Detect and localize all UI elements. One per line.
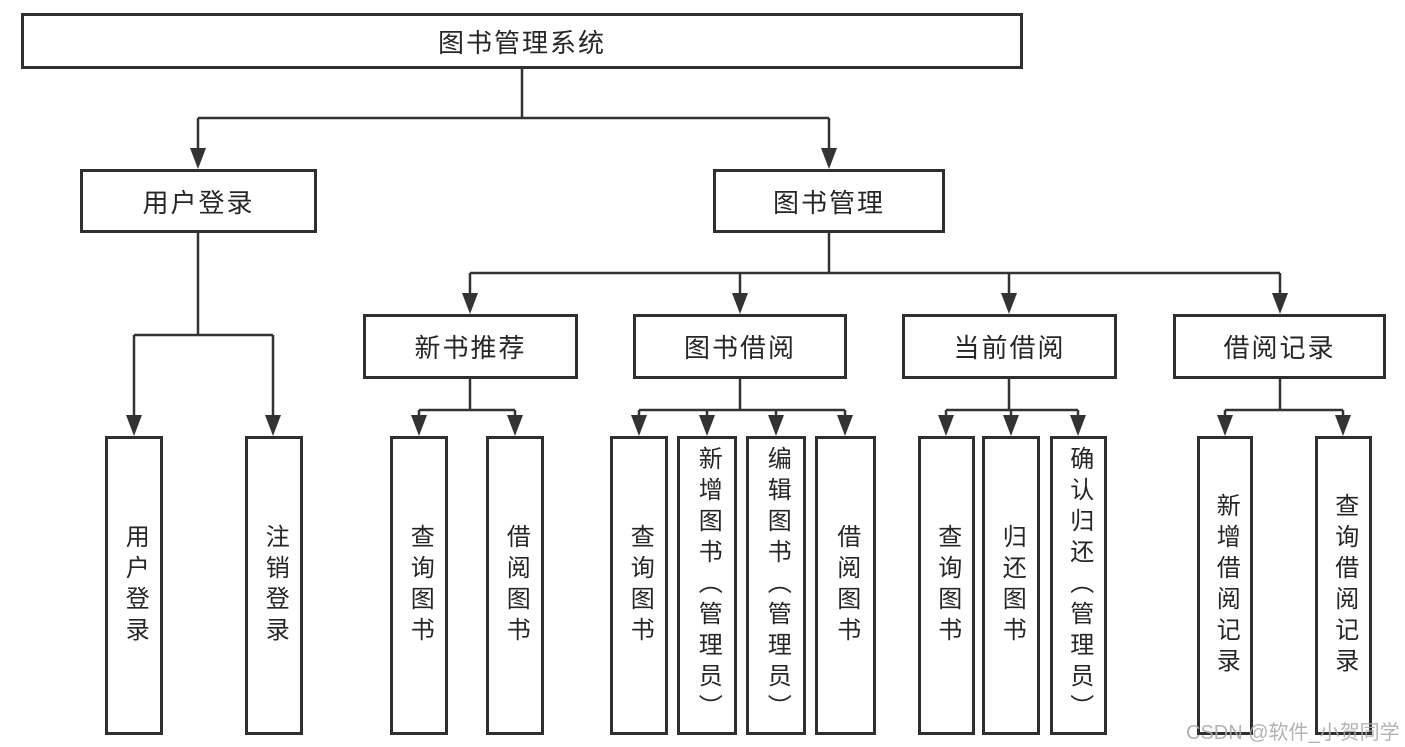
connector-current-borrow-children <box>944 379 1080 419</box>
arrow-head <box>1272 293 1288 314</box>
arrow-head <box>938 415 954 436</box>
arrow-head <box>821 148 837 169</box>
connector-borrow-records-children <box>1223 379 1345 419</box>
node-user-login: 用户登录 <box>80 169 317 233</box>
node-root: 图书管理系统 <box>21 13 1023 69</box>
arrow-head <box>1001 293 1017 314</box>
leaf-current-confirm-return: 确认归还（管理员） <box>1050 436 1107 735</box>
arrow-head <box>411 415 427 436</box>
leaf-borrow-add-book: 新增图书（管理员） <box>677 436 737 735</box>
arrow-head <box>462 293 478 314</box>
leaf-borrow-book: 借阅图书 <box>815 436 876 735</box>
connector-root-children <box>196 69 831 152</box>
node-book-borrow: 图书借阅 <box>633 314 847 379</box>
leaf-user-login: 用户登录 <box>105 436 163 735</box>
arrow-head <box>190 148 206 169</box>
leaf-newbook-borrow: 借阅图书 <box>486 436 544 735</box>
csdn-watermark: CSDN @软件_小贺同学 <box>1186 722 1400 744</box>
connector-book-borrow-children <box>637 379 847 419</box>
node-borrow-records: 借阅记录 <box>1173 314 1386 379</box>
arrow-head <box>507 415 523 436</box>
arrow-head <box>265 415 281 436</box>
node-new-book-recommend: 新书推荐 <box>363 314 578 379</box>
arrow-head <box>699 415 715 436</box>
arrow-head <box>768 415 784 436</box>
arrow-head <box>1217 415 1233 436</box>
leaf-record-add: 新增借阅记录 <box>1197 436 1253 735</box>
leaf-current-query: 查询图书 <box>918 436 975 735</box>
arrow-head <box>631 415 647 436</box>
arrow-head <box>1003 415 1019 436</box>
leaf-logout: 注销登录 <box>245 436 303 735</box>
arrow-head <box>1335 415 1351 436</box>
leaf-borrow-query: 查询图书 <box>610 436 668 735</box>
connector-book-mgmt-children <box>468 233 1282 297</box>
arrow-head <box>1070 415 1086 436</box>
connector-user-login-children <box>132 233 275 419</box>
leaf-newbook-query: 查询图书 <box>390 436 448 735</box>
node-current-borrow: 当前借阅 <box>902 314 1117 379</box>
leaf-record-query: 查询借阅记录 <box>1315 436 1372 735</box>
node-book-management: 图书管理 <box>713 169 945 233</box>
arrow-head <box>837 415 853 436</box>
connector-new-books-children <box>417 379 517 419</box>
arrow-head <box>732 293 748 314</box>
arrow-head <box>126 415 142 436</box>
leaf-current-return: 归还图书 <box>982 436 1040 735</box>
leaf-borrow-edit-book: 编辑图书（管理员） <box>746 436 806 735</box>
arrowheads <box>126 148 1351 436</box>
